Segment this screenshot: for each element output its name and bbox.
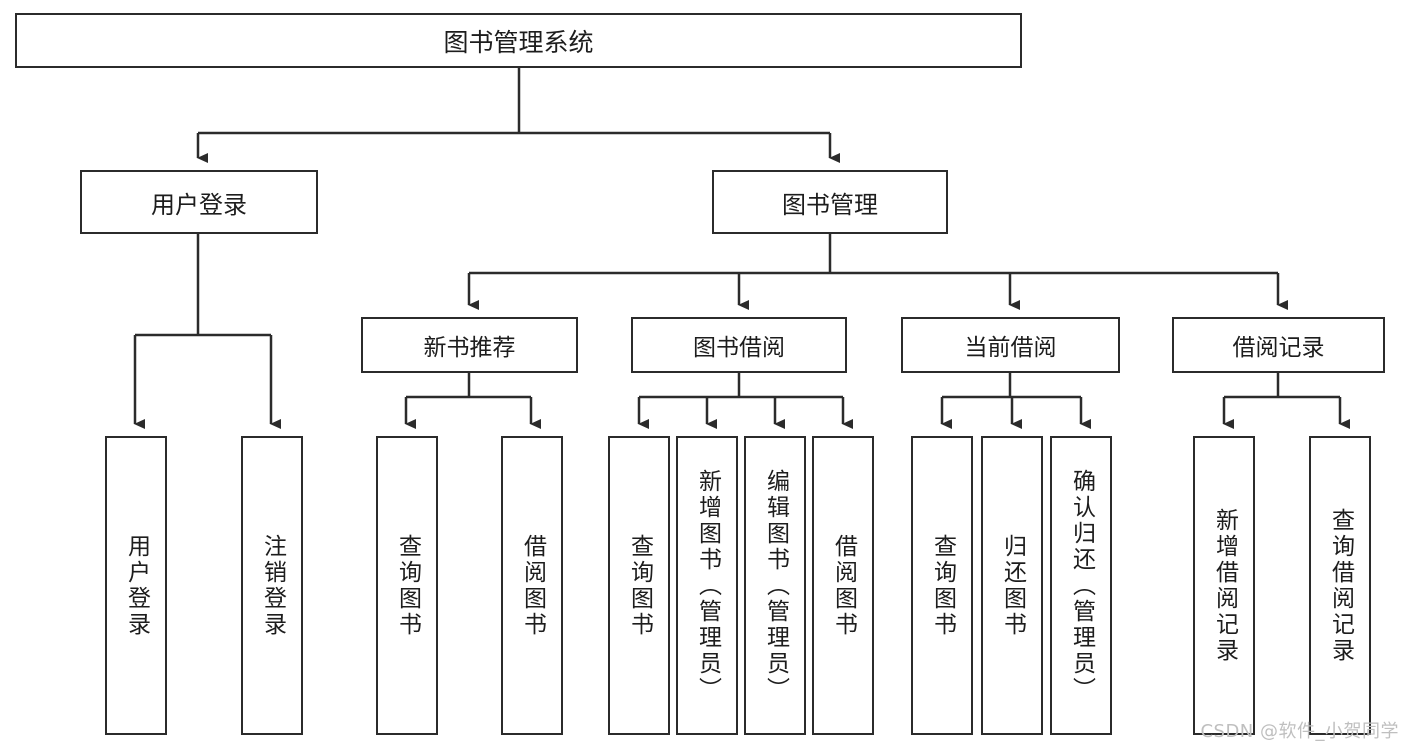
leaf-label: 查询图书 bbox=[626, 533, 653, 638]
leaf-label: 用户登录 bbox=[123, 533, 150, 638]
leaf-user-login-login[interactable]: 用户登录 bbox=[105, 436, 167, 735]
node-current-borrow-label: 当前借阅 bbox=[964, 335, 1057, 361]
leaf-user-login-logout[interactable]: 注销登录 bbox=[241, 436, 303, 735]
node-user-login[interactable]: 用户登录 bbox=[80, 170, 318, 234]
node-user-login-label: 用户登录 bbox=[151, 190, 247, 219]
node-book-borrow[interactable]: 图书借阅 bbox=[631, 317, 847, 373]
leaf-borrow-record-add[interactable]: 新增借阅记录 bbox=[1193, 436, 1255, 735]
leaf-label: 查询借阅记录 bbox=[1327, 507, 1354, 664]
node-book-management-label: 图书管理 bbox=[782, 190, 878, 219]
leaf-book-borrow-add[interactable]: 新增图书（管理员） bbox=[676, 436, 738, 735]
leaf-label: 归还图书 bbox=[999, 533, 1026, 638]
leaf-label: 借阅图书 bbox=[830, 533, 857, 638]
leaf-label: 编辑图书（管理员） bbox=[762, 468, 789, 703]
node-root-label: 图书管理系统 bbox=[443, 27, 594, 57]
leaf-book-borrow-edit[interactable]: 编辑图书（管理员） bbox=[744, 436, 806, 735]
leaf-label: 注销登录 bbox=[259, 533, 286, 638]
node-book-borrow-label: 图书借阅 bbox=[693, 335, 785, 361]
leaf-label: 查询图书 bbox=[394, 533, 421, 638]
leaf-borrow-record-query[interactable]: 查询借阅记录 bbox=[1309, 436, 1371, 735]
leaf-book-borrow-borrow[interactable]: 借阅图书 bbox=[812, 436, 874, 735]
node-borrow-record-label: 借阅记录 bbox=[1232, 335, 1325, 361]
leaf-label: 新增借阅记录 bbox=[1211, 507, 1238, 664]
leaf-label: 确认归还（管理员） bbox=[1068, 468, 1095, 703]
leaf-label: 查询图书 bbox=[929, 533, 956, 638]
leaf-current-borrow-confirm-return[interactable]: 确认归还（管理员） bbox=[1050, 436, 1112, 735]
leaf-current-borrow-return[interactable]: 归还图书 bbox=[981, 436, 1043, 735]
node-new-book-recommend-label: 新书推荐 bbox=[423, 335, 516, 361]
leaf-new-book-borrow[interactable]: 借阅图书 bbox=[501, 436, 563, 735]
node-root[interactable]: 图书管理系统 bbox=[15, 13, 1022, 68]
node-current-borrow[interactable]: 当前借阅 bbox=[901, 317, 1120, 373]
node-new-book-recommend[interactable]: 新书推荐 bbox=[361, 317, 578, 373]
leaf-label: 借阅图书 bbox=[519, 533, 546, 638]
watermark: CSDN @软件_小贺同学 bbox=[1200, 721, 1399, 742]
leaf-book-borrow-query[interactable]: 查询图书 bbox=[608, 436, 670, 735]
node-book-management[interactable]: 图书管理 bbox=[712, 170, 948, 234]
leaf-label: 新增图书（管理员） bbox=[694, 468, 721, 703]
node-borrow-record[interactable]: 借阅记录 bbox=[1172, 317, 1385, 373]
leaf-new-book-query[interactable]: 查询图书 bbox=[376, 436, 438, 735]
leaf-current-borrow-query[interactable]: 查询图书 bbox=[911, 436, 973, 735]
